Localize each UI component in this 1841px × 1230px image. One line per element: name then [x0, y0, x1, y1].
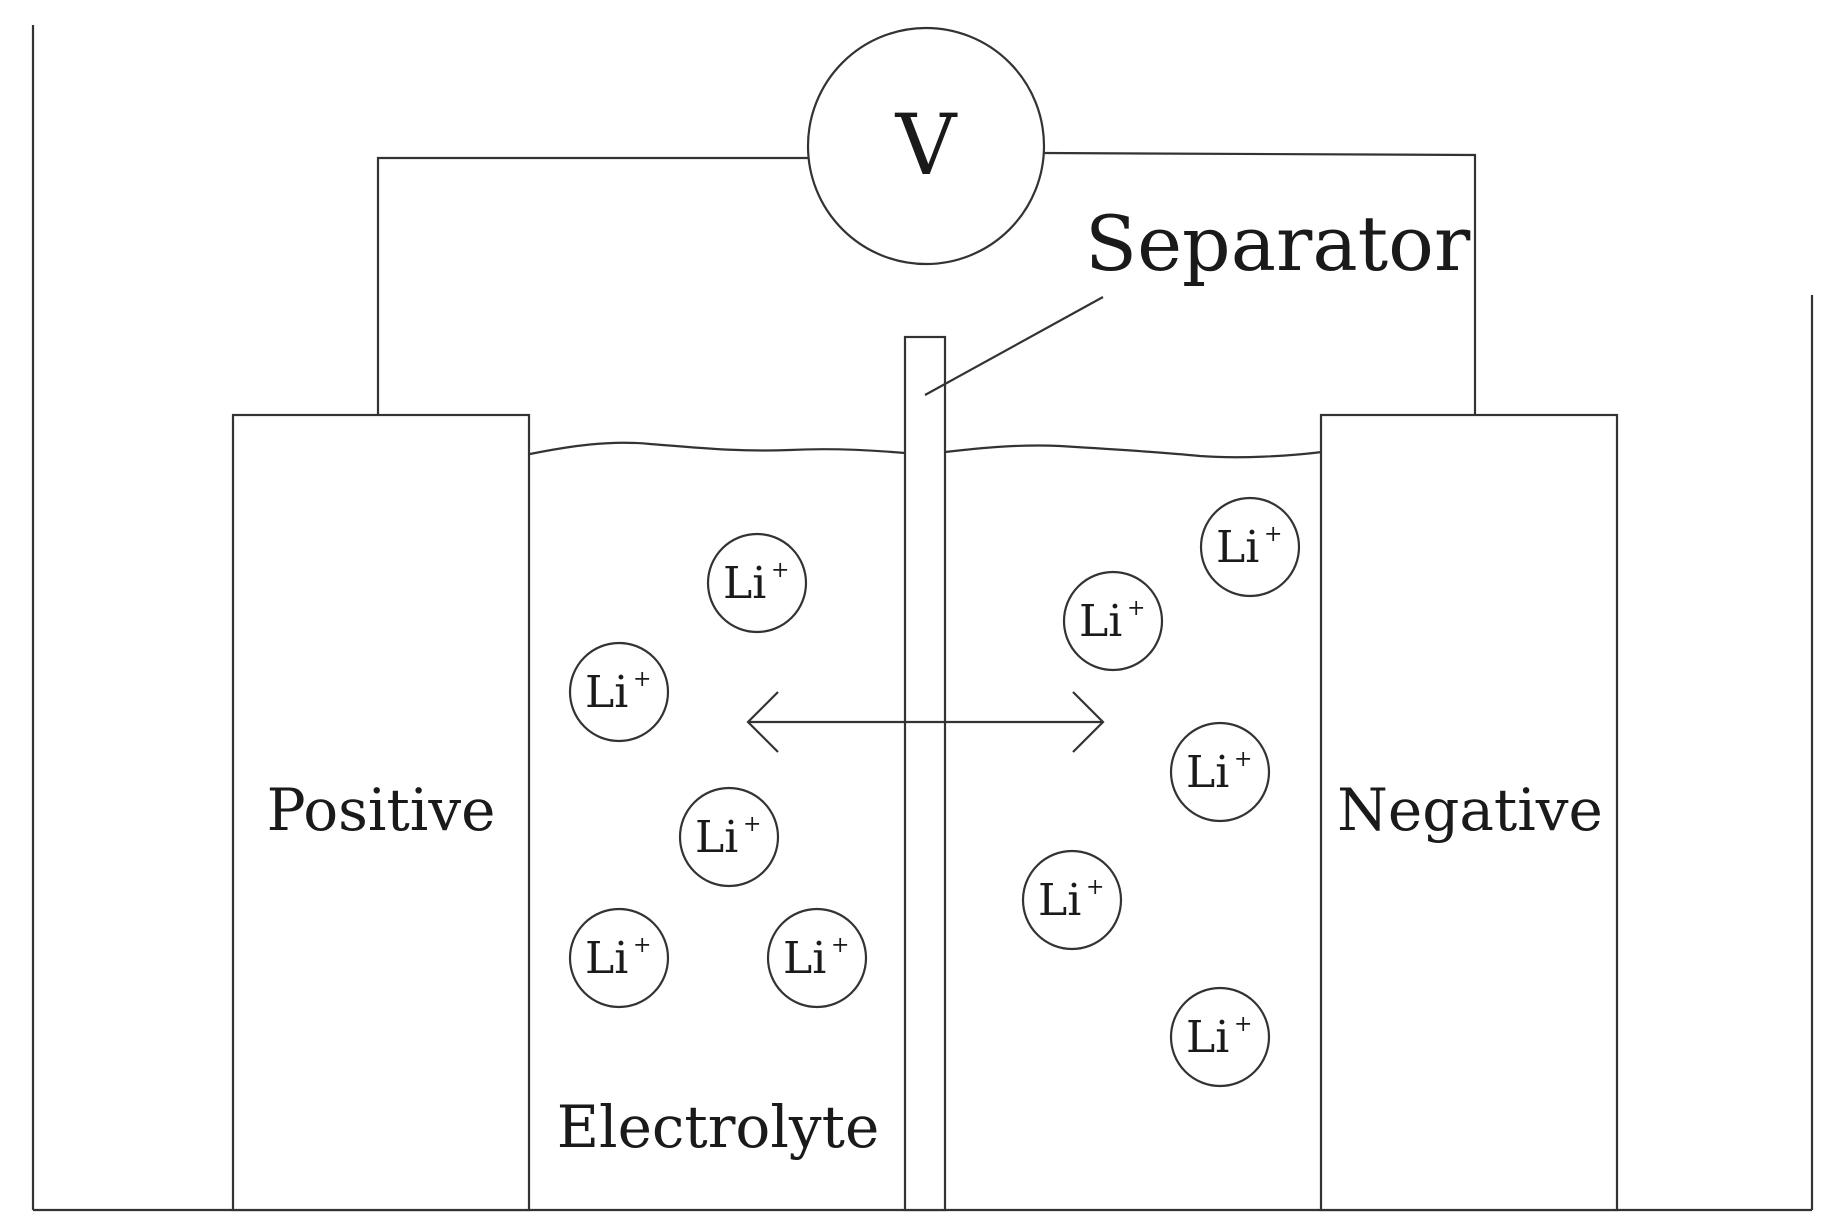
separator-plate: [903, 335, 947, 1212]
lithium-ion-charge: +: [633, 933, 651, 958]
lithium-ion-symbol: Li: [585, 667, 628, 718]
arrow-head-left: [746, 691, 779, 753]
lithium-ion: Li+: [1062, 570, 1164, 672]
lithium-ion-charge: +: [633, 667, 651, 692]
lithium-ion-charge: +: [1234, 1012, 1252, 1037]
lithium-ion-symbol: Li: [1079, 596, 1122, 647]
lithium-ion-symbol: Li: [1186, 1012, 1229, 1063]
lithium-ion-circle: [678, 786, 780, 888]
lithium-ion-circle: [568, 907, 670, 1009]
lithium-ion-circle: [1199, 496, 1301, 598]
lithium-ion-circle: [766, 907, 868, 1009]
lithium-ion-circle: [706, 532, 808, 634]
lithium-ion-symbol: Li: [695, 812, 738, 863]
lithium-ion-charge: +: [831, 933, 849, 958]
lithium-ion-circle: [1021, 849, 1123, 951]
lithium-ion-circle: [1062, 570, 1164, 672]
separator-leader-line: [924, 296, 1104, 396]
lithium-ion-symbol: Li: [723, 558, 766, 609]
lithium-ion-symbol: Li: [1186, 747, 1229, 798]
lithium-ion-charge: +: [1264, 522, 1282, 547]
lithium-ion-charge: +: [1086, 875, 1104, 900]
positive-electrode-plate: [231, 413, 531, 1212]
voltmeter-circle: [806, 26, 1046, 266]
separator-label: Separator: [1085, 199, 1471, 288]
negative-electrode: Negative: [1319, 413, 1619, 1212]
lithium-ion: Li+: [568, 641, 670, 743]
lithium-ion-symbol: Li: [783, 933, 826, 984]
lithium-ion-charge: +: [743, 812, 761, 837]
lithium-ion-charge: +: [771, 558, 789, 583]
positive-electrode: Positive: [231, 413, 531, 1212]
positive-label: Positive: [267, 776, 496, 844]
ion-migration-arrow: [746, 691, 1105, 753]
lithium-ions: Li+Li+Li+Li+Li+Li+Li+Li+Li+Li+: [568, 496, 1301, 1088]
lithium-ion-symbol: Li: [585, 933, 628, 984]
wire-right: [1042, 151, 1477, 415]
wire-left: [376, 156, 810, 415]
lithium-ion-charge: +: [1234, 747, 1252, 772]
separator: Separator: [903, 199, 1471, 1212]
external-circuit: [376, 151, 1477, 415]
lithium-ion: Li+: [1169, 986, 1271, 1088]
lithium-ion: Li+: [1199, 496, 1301, 598]
lithium-ion-circle: [1169, 721, 1271, 823]
lithium-ion: Li+: [706, 532, 808, 634]
lithium-ion: Li+: [1169, 721, 1271, 823]
lithium-ion-symbol: Li: [1216, 522, 1259, 573]
lithium-ion: Li+: [766, 907, 868, 1009]
lithium-ion-circle: [568, 641, 670, 743]
lithium-ion: Li+: [1021, 849, 1123, 951]
negative-electrode-plate: [1319, 413, 1619, 1212]
electrolyte-label: Electrolyte: [557, 1093, 880, 1161]
lithium-ion: Li+: [568, 907, 670, 1009]
negative-label: Negative: [1337, 776, 1603, 844]
arrow-head-right: [1072, 691, 1105, 753]
voltmeter: V: [806, 26, 1046, 266]
lithium-ion-charge: +: [1127, 596, 1145, 621]
voltmeter-symbol: V: [895, 96, 958, 194]
electrolyte-surface: [529, 441, 906, 456]
lithium-ion-circle: [1169, 986, 1271, 1088]
lithium-ion: Li+: [678, 786, 780, 888]
electrolyte-surface-right: [944, 444, 1323, 459]
lithium-ion-symbol: Li: [1038, 875, 1081, 926]
